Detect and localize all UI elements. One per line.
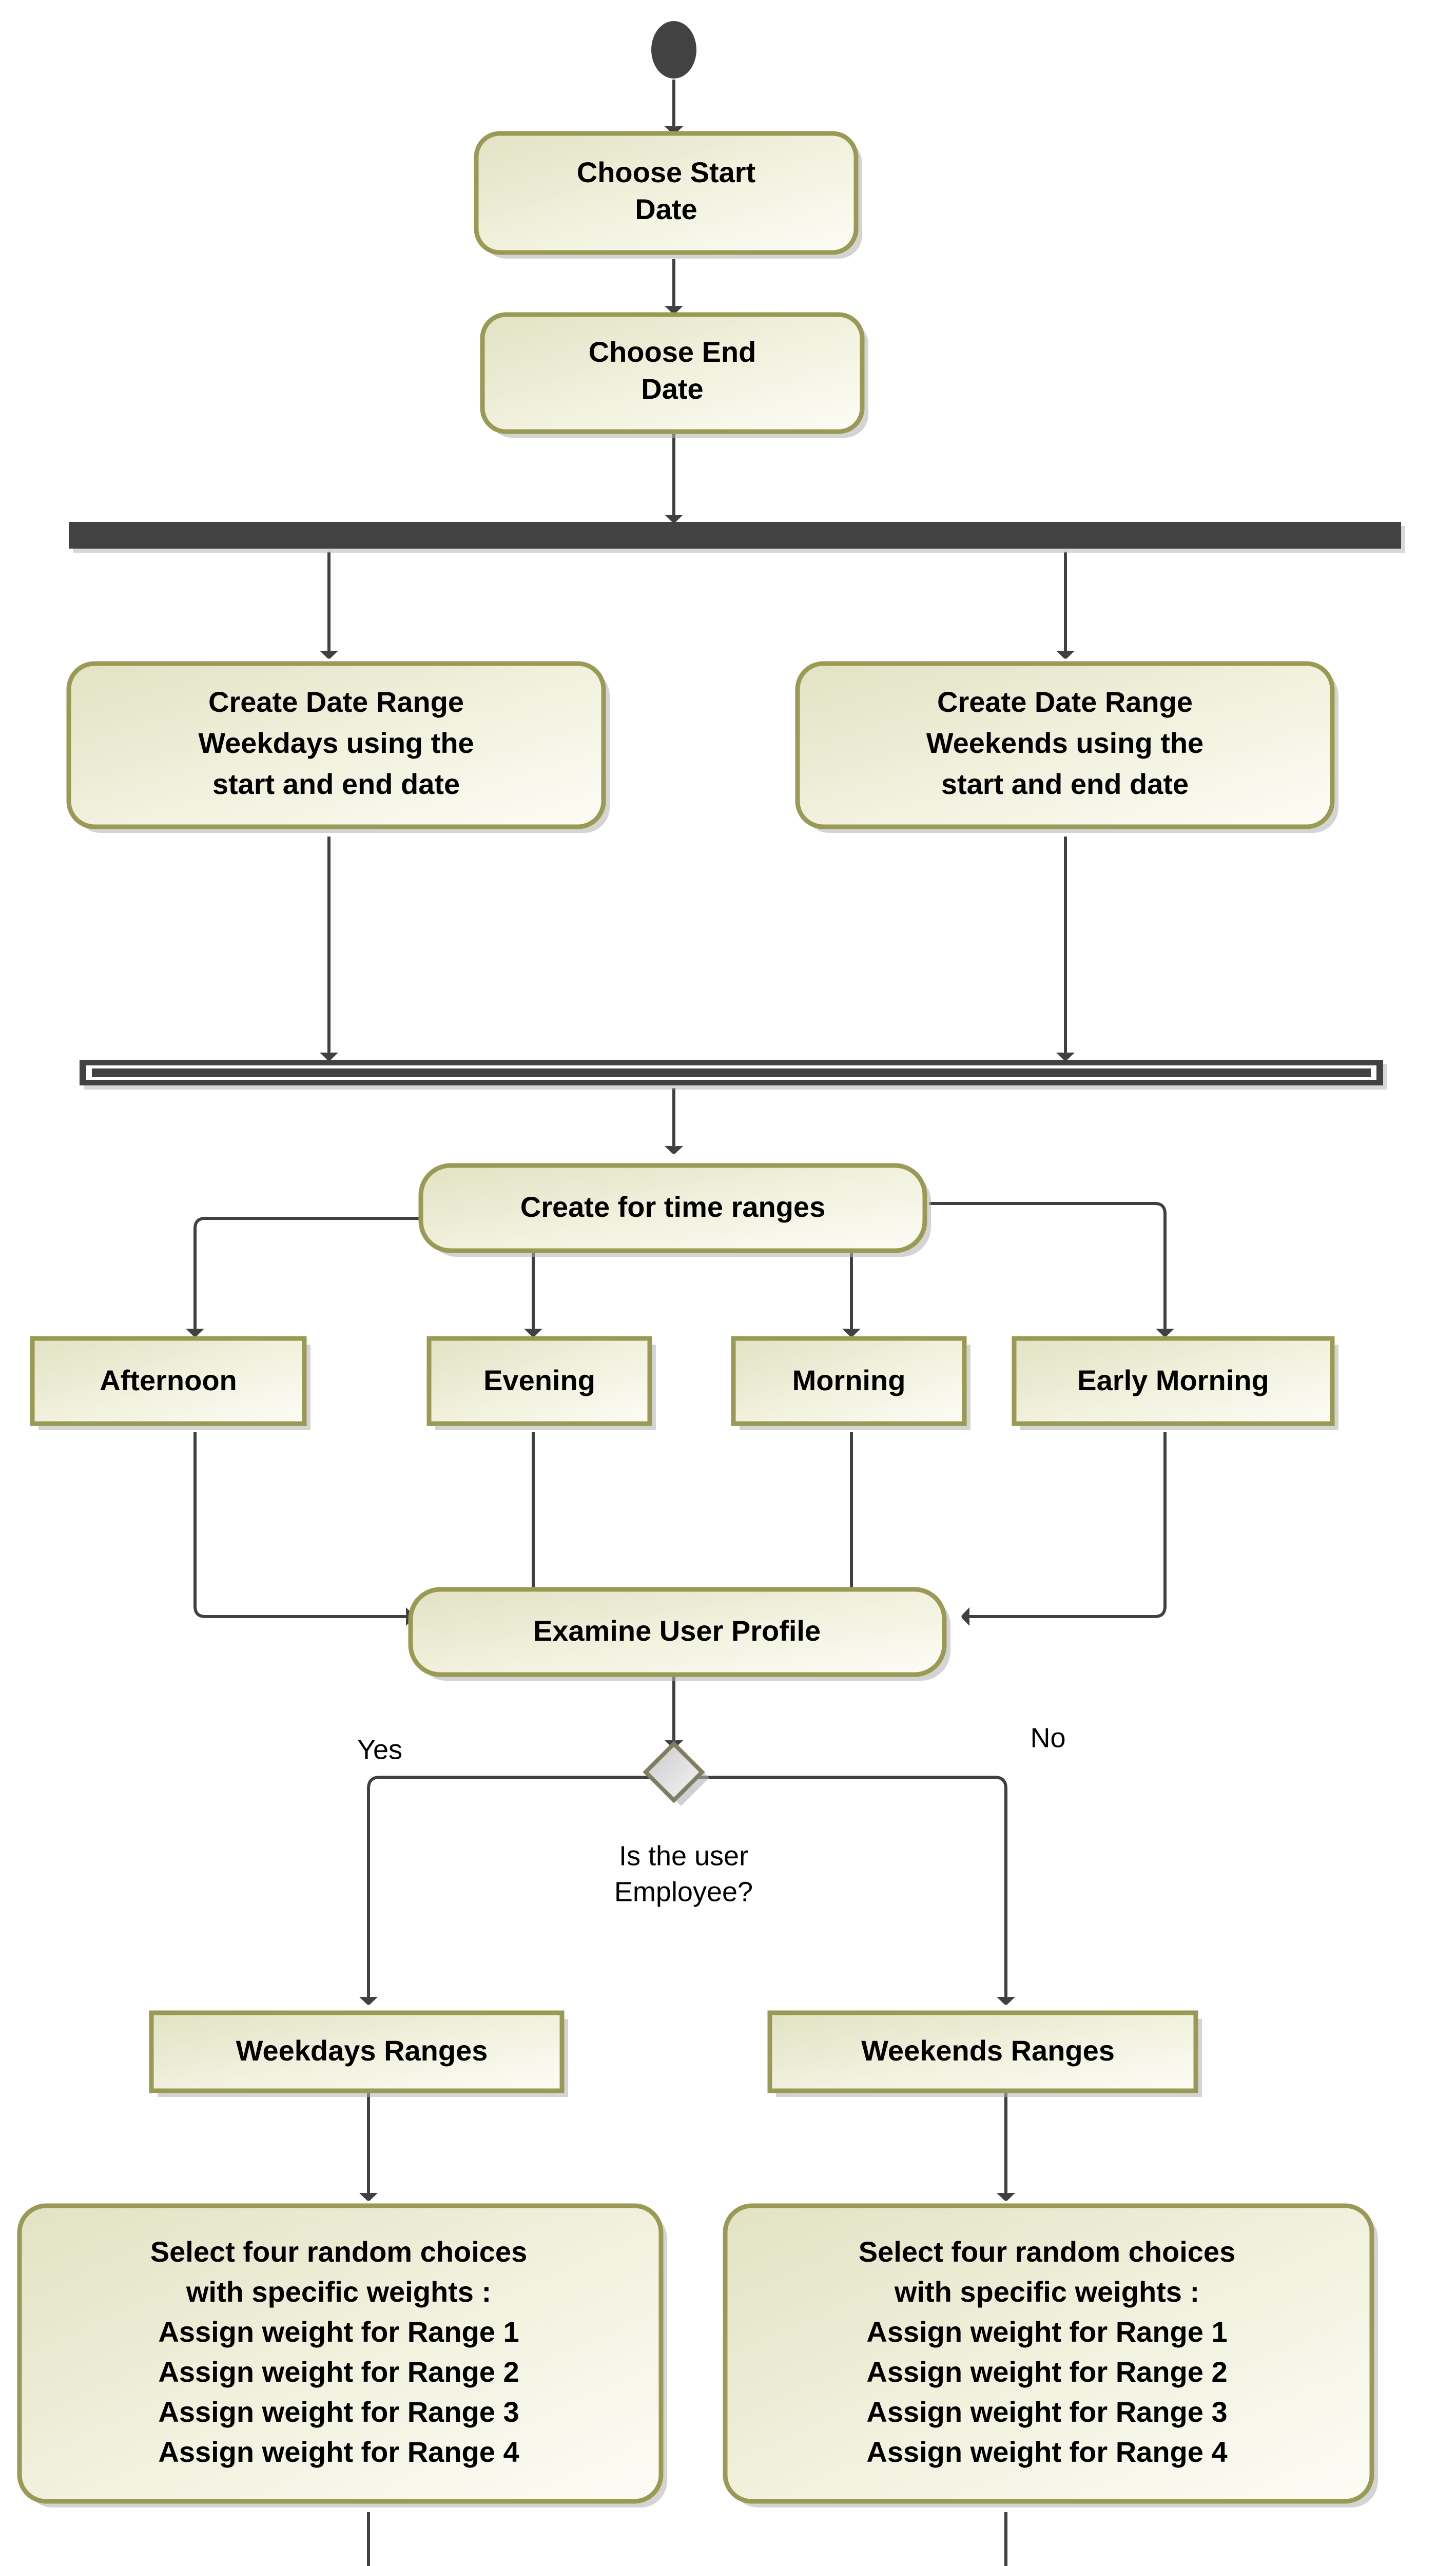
create-weekends-line-2: start and end date (941, 768, 1189, 800)
action-node-examine-user-profile[interactable]: Examine User Profile (408, 1587, 950, 1681)
morning-label: Morning (792, 1364, 906, 1396)
afternoon-label: Afternoon (100, 1364, 237, 1396)
create-weekends-line-0: Create Date Range (937, 686, 1193, 718)
select-weekdays-line-0: Select four random choices (150, 2235, 527, 2268)
early-morning-label: Early Morning (1077, 1364, 1269, 1396)
edge-time-ranges-to-early-morning (929, 1202, 1165, 1333)
weekends-ranges-label: Weekends Ranges (861, 2034, 1115, 2067)
action-node-create-weekdays[interactable]: Create Date Range Weekdays using the sta… (66, 661, 610, 833)
guard-label-yes: Yes (357, 1734, 402, 1765)
action-node-evening[interactable]: Evening (426, 1336, 656, 1430)
examine-user-profile-label: Examine User Profile (533, 1615, 821, 1647)
action-node-choose-start-date[interactable]: Choose Start Date (474, 131, 862, 259)
decision-question-line-0: Is the user (619, 1840, 748, 1871)
edge-decision-no-to-weekends-ranges (694, 1776, 1006, 2001)
select-weekdays-line-5: Assign weight for Range 4 (158, 2436, 519, 2468)
action-node-create-weekends[interactable]: Create Date Range Weekends using the sta… (795, 661, 1338, 833)
select-weekends-line-0: Select four random choices (859, 2235, 1235, 2268)
decision-node[interactable] (643, 1741, 709, 1806)
action-node-weekends-ranges[interactable]: Weekends Ranges (767, 2010, 1202, 2097)
select-weekdays-line-2: Assign weight for Range 1 (158, 2316, 519, 2348)
fork-bar (69, 522, 1405, 553)
create-weekdays-line-1: Weekdays using the (198, 727, 474, 759)
select-weekends-line-4: Assign weight for Range 3 (866, 2396, 1227, 2428)
action-node-early-morning[interactable]: Early Morning (1012, 1336, 1338, 1430)
choose-end-date-line-0: Choose End (589, 336, 756, 368)
choose-start-date-line-1: Date (635, 193, 697, 225)
select-weekdays-line-1: with specific weights : (186, 2276, 491, 2308)
weekdays-ranges-label: Weekdays Ranges (236, 2034, 488, 2067)
action-node-morning[interactable]: Morning (731, 1336, 970, 1430)
guard-label-no: No (1030, 1722, 1065, 1753)
decision-question-line-1: Employee? (614, 1876, 753, 1907)
initial-node (651, 21, 696, 79)
create-weekdays-line-0: Create Date Range (208, 686, 464, 718)
action-node-afternoon[interactable]: Afternoon (30, 1336, 310, 1430)
select-weekends-line-2: Assign weight for Range 1 (866, 2316, 1227, 2348)
create-time-ranges-label: Create for time ranges (520, 1191, 825, 1223)
create-weekends-line-1: Weekends using the (926, 727, 1203, 759)
evening-label: Evening (483, 1364, 595, 1396)
join-bar (80, 1060, 1387, 1090)
edge-select-weekends-to-end (1004, 2512, 1007, 2566)
select-weekdays-line-4: Assign weight for Range 3 (158, 2396, 519, 2428)
select-weekdays-line-3: Assign weight for Range 2 (158, 2356, 519, 2388)
action-node-weekdays-ranges[interactable]: Weekdays Ranges (149, 2010, 568, 2097)
edge-afternoon-to-examine (193, 1432, 411, 1617)
action-node-select-weekends[interactable]: Select four random choices with specific… (723, 2203, 1378, 2507)
select-weekends-line-5: Assign weight for Range 4 (866, 2436, 1227, 2468)
edge-early-morning-to-examine (965, 1432, 1167, 1617)
edge-select-weekdays-to-end (367, 2512, 370, 2566)
edge-decision-yes-to-weekdays-ranges (368, 1776, 653, 2001)
edge-layer (195, 80, 1165, 2566)
create-weekdays-line-2: start and end date (212, 768, 460, 800)
action-node-select-weekdays[interactable]: Select four random choices with specific… (17, 2203, 667, 2507)
select-weekends-line-3: Assign weight for Range 2 (866, 2356, 1227, 2388)
action-node-choose-end-date[interactable]: Choose End Date (480, 312, 868, 438)
choose-end-date-line-1: Date (641, 373, 703, 405)
choose-start-date-line-0: Choose Start (577, 156, 756, 188)
action-node-create-time-ranges[interactable]: Create for time ranges (418, 1163, 931, 1257)
edge-time-ranges-to-afternoon (195, 1217, 421, 1333)
select-weekends-line-1: with specific weights : (894, 2276, 1199, 2308)
